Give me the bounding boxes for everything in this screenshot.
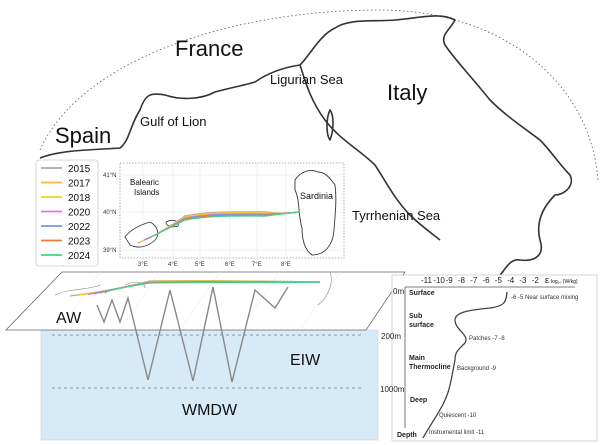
legend-label: 2017 [68, 179, 91, 190]
lon-tick: 4°E [168, 262, 178, 268]
layer-deep: Deep [410, 397, 427, 404]
label-spain: Spain [55, 123, 111, 148]
label-wmdw: WMDW [182, 402, 238, 419]
inset-map: Balearic Islands Sardinia 41°N 40°N 39°N… [103, 162, 345, 268]
lat-tick: 40°N [103, 210, 116, 216]
epsilon-tick: -2 [532, 276, 540, 285]
label-balearic-2: Islands [134, 188, 159, 197]
profile-curve [422, 291, 508, 439]
label-aw: AW [56, 310, 82, 327]
sardinia-island [294, 169, 337, 256]
epsilon-tick: -8 [458, 276, 466, 285]
label-balearic-1: Balearic [130, 178, 159, 187]
layer-main-1: Main [409, 355, 425, 362]
label-tyrrhenian-sea: Tyrrhenian Sea [352, 208, 441, 223]
layer-subsurface-2: surface [409, 322, 434, 329]
epsilon-tick: -7 [470, 276, 478, 285]
epsilon-tick: -11 [421, 276, 433, 285]
annot-background: Background -9 [457, 366, 497, 372]
layer-subsurface-1: Sub [409, 313, 422, 320]
epsilon-tick: -9 [446, 276, 454, 285]
lon-tick: 7°E [252, 262, 262, 268]
epsilon-label: ε log₁₀ (W/kg) [545, 275, 578, 285]
depth-200m: 200m [381, 332, 401, 341]
glider-path [96, 286, 289, 383]
layer-surface: Surface [409, 290, 435, 297]
legend-label: 2018 [68, 193, 91, 204]
coastline [39, 15, 573, 276]
label-sardinia: Sardinia [300, 191, 333, 201]
label-eiw: EIW [290, 352, 321, 369]
lon-tick: 3°E [138, 262, 148, 268]
track-2024 [149, 211, 301, 238]
lon-tick: 6°E [225, 262, 235, 268]
mallorca-island [124, 221, 159, 248]
label-gulf-of-lion: Gulf of Lion [140, 114, 207, 129]
plane-track-2024 [104, 281, 321, 294]
water-column [40, 329, 379, 441]
legend-label: 2024 [68, 251, 91, 262]
epsilon-tick: -3 [519, 276, 527, 285]
lon-tick: 5°E [195, 262, 205, 268]
legend-label: 2020 [68, 208, 91, 219]
legend-label: 2022 [68, 222, 91, 233]
legend-label: 2015 [68, 164, 91, 175]
label-italy: Italy [387, 80, 427, 105]
depth-1000m: 1000m [380, 385, 405, 394]
epsilon-tick: -10 [433, 276, 445, 285]
plane-coast [54, 271, 332, 306]
legend: 2015 2017 2018 2020 2022 2023 2024 [35, 159, 99, 267]
epsilon-tick: -4 [507, 276, 515, 285]
lat-tick: 41°N [103, 173, 116, 179]
lon-tick: 8°E [281, 262, 291, 268]
depth-0m: 0m [393, 287, 404, 296]
label-ligurian-sea: Ligurian Sea [270, 72, 344, 87]
epsilon-tick: -5 [495, 276, 503, 285]
annot-near-surface: -6 -5 Near surface mixing [511, 295, 578, 301]
label-france: France [175, 36, 243, 61]
annot-instrumental: Instrumental limit -11 [429, 430, 485, 436]
annot-patches: Patches -7 -8 [469, 336, 505, 342]
dissipation-profile: -11-10-9 -8 -7 -6 -5 -4 -3 -2 ε log₁₀ (W/kg) 0m… [380, 274, 598, 442]
legend-label: 2023 [68, 237, 91, 248]
lat-tick: 39°N [103, 248, 116, 254]
globe-outline [39, 9, 599, 181]
annot-quiescent: Quiescent -10 [439, 413, 477, 419]
layer-depth: Depth [397, 432, 417, 439]
epsilon-tick: -6 [483, 276, 491, 285]
layer-main-2: Thermocline [409, 364, 451, 371]
